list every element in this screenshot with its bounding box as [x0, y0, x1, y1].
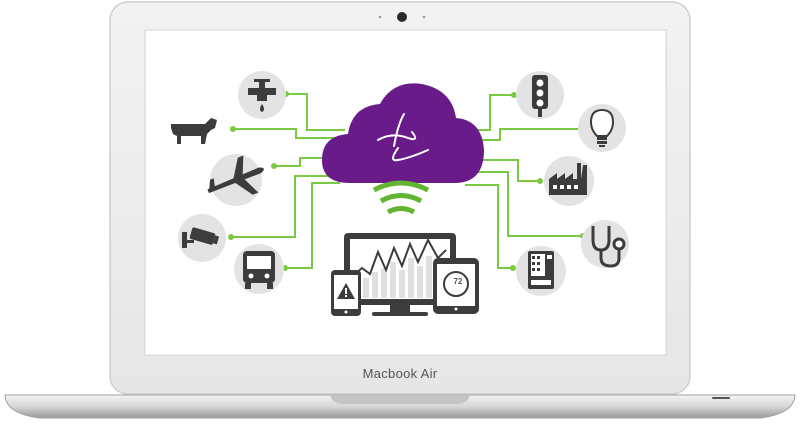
laptop-model-label: Macbook Air	[362, 366, 438, 381]
light-bulb-icon	[578, 104, 626, 152]
wifi-icon	[372, 180, 430, 215]
monitor-line-chart	[352, 237, 447, 277]
laptop-base	[4, 394, 796, 419]
connector-factory	[478, 159, 540, 182]
connector-bulb	[478, 128, 583, 141]
connector-camera	[231, 175, 335, 238]
connector-airplane	[274, 157, 330, 167]
connector-stethoscope	[470, 171, 583, 237]
stethoscope-icon	[581, 220, 629, 268]
logo-script-icon	[377, 113, 429, 162]
thermostat-reading: 72	[453, 277, 463, 286]
water-tap-icon	[238, 71, 286, 119]
connector-cow	[233, 128, 345, 139]
cow-icon	[171, 118, 217, 144]
connector-traffic	[470, 94, 514, 131]
security-camera-icon	[178, 214, 226, 262]
laptop-notch	[330, 395, 470, 404]
webcam-icon	[397, 12, 407, 22]
bus-icon	[234, 244, 284, 294]
traffic-light-icon	[516, 71, 564, 119]
cloud-icon	[322, 83, 484, 183]
connector-bus	[285, 182, 340, 269]
connector-tap	[286, 93, 345, 131]
connector-lines	[231, 93, 583, 269]
thermostat-icon	[433, 258, 479, 314]
tablet-icon	[331, 270, 361, 316]
vending-machine-icon	[516, 246, 566, 296]
connector-vending	[465, 184, 513, 269]
airplane-icon	[207, 154, 264, 206]
factory-icon	[544, 156, 594, 206]
monitor-bar-chart	[363, 256, 432, 298]
